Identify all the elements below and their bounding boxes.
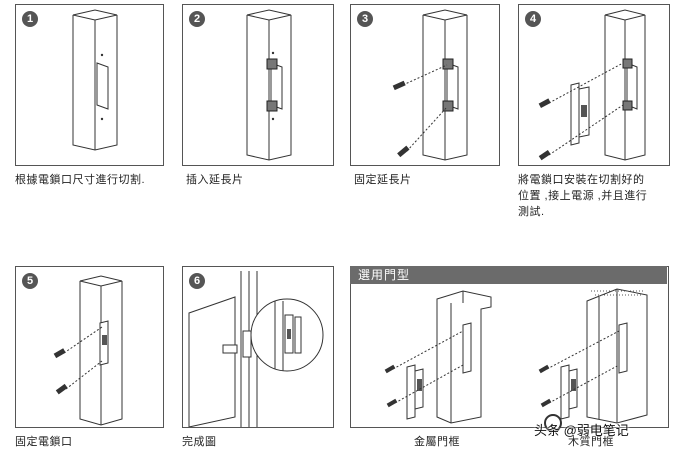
step-3-panel: 3	[350, 4, 500, 166]
step-4-caption-line-1: 將電鎖口安裝在切割好的	[518, 174, 645, 186]
door-types-panel	[350, 266, 669, 428]
step-1-panel: 1	[15, 4, 164, 166]
step-2-panel: 2	[182, 4, 334, 166]
step-6-caption: 完成圖	[182, 436, 217, 448]
step-4-caption-line-3: 測試.	[518, 206, 545, 218]
step-6-illustration	[188, 271, 324, 427]
wood-frame-label: 木質門框	[568, 436, 614, 448]
step-3-caption: 固定延長片	[354, 174, 412, 186]
step-3-number: 3	[357, 11, 373, 27]
metal-frame-label: 金屬門框	[414, 436, 460, 448]
step-2-caption: 插入延長片	[186, 174, 244, 186]
step-6-panel: 6	[182, 266, 334, 428]
watermark-logo-icon	[544, 414, 562, 432]
step-3-illustration	[392, 9, 468, 161]
door-frames-illustration	[384, 288, 648, 424]
step-5-panel: 5	[15, 266, 164, 428]
step-4-panel: 4	[518, 4, 670, 166]
step-4-caption-line-2: 位置 ,接上電源 ,并且進行	[518, 190, 648, 202]
step-5-illustration	[53, 275, 123, 426]
step-4-illustration	[538, 9, 646, 161]
step-2-number: 2	[189, 11, 205, 27]
door-types-header: 選用門型	[350, 266, 667, 284]
step-4-number: 4	[525, 11, 541, 27]
step-1-caption: 根據電鎖口尺寸進行切割.	[15, 174, 146, 186]
watermark-text: 头条 @弱电笔记	[534, 423, 629, 438]
step-6-number: 6	[189, 273, 205, 289]
step-2-illustration	[246, 9, 292, 161]
step-1-illustration	[72, 9, 118, 151]
step-1-number: 1	[22, 11, 38, 27]
step-5-number: 5	[22, 273, 38, 289]
step-5-caption: 固定電鎖口	[15, 436, 73, 448]
